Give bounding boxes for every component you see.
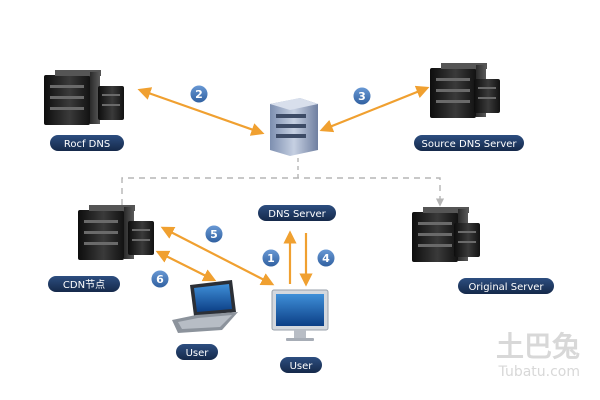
label-dns-server-text: DNS Server [268,209,326,220]
laptop-icon [172,280,238,333]
label-user-monitor-text: User [290,361,314,372]
rocf-dns-server-icon [44,70,124,125]
step-badge-6: 6 [150,269,170,289]
watermark-cn: 土巴兔 [496,330,580,363]
step-badge-6-text: 6 [156,273,164,286]
label-user-laptop: User [176,344,218,360]
watermark-en: Tubatu.com [498,364,580,380]
step-badge-5: 5 [204,224,224,244]
arrow-step-2 [137,87,265,136]
label-source-dns-text: Source DNS Server [421,139,517,150]
arrow-step-3 [319,85,430,133]
source-dns-server-icon [430,63,500,118]
arrow-step-6 [155,250,217,282]
label-cdn-node: CDN节点 [48,276,120,292]
step-badge-4: 4 [316,248,336,268]
arrow-step-5 [160,226,275,286]
step-badge-1-text: 1 [267,252,275,265]
label-original-server: Original Server [458,278,554,294]
label-user-monitor: User [280,357,322,373]
label-rocf-dns-text: Rocf DNS [64,139,110,150]
label-cdn-node-text: CDN节点 [63,279,105,291]
step-badge-2-text: 2 [195,88,203,101]
label-user-laptop-text: User [186,348,210,359]
step-badge-4-text: 4 [322,252,330,265]
central-dns-server-icon [270,98,318,156]
label-rocf-dns: Rocf DNS [50,135,124,151]
dashed-connector [121,177,445,207]
step-badge-5-text: 5 [210,228,218,241]
label-source-dns: Source DNS Server [414,135,524,151]
label-original-server-text: Original Server [468,282,544,293]
label-dns-server: DNS Server [258,205,336,221]
step-badge-2: 2 [189,84,209,104]
step-badge-3-text: 3 [358,90,366,103]
watermark: 土巴兔 Tubatu.com [496,330,580,380]
monitor-icon [271,289,329,341]
step-badge-1: 1 [261,248,281,268]
cdn-node-server-icon [78,205,154,260]
original-server-icon [412,207,480,262]
step-badge-3: 3 [352,86,372,106]
